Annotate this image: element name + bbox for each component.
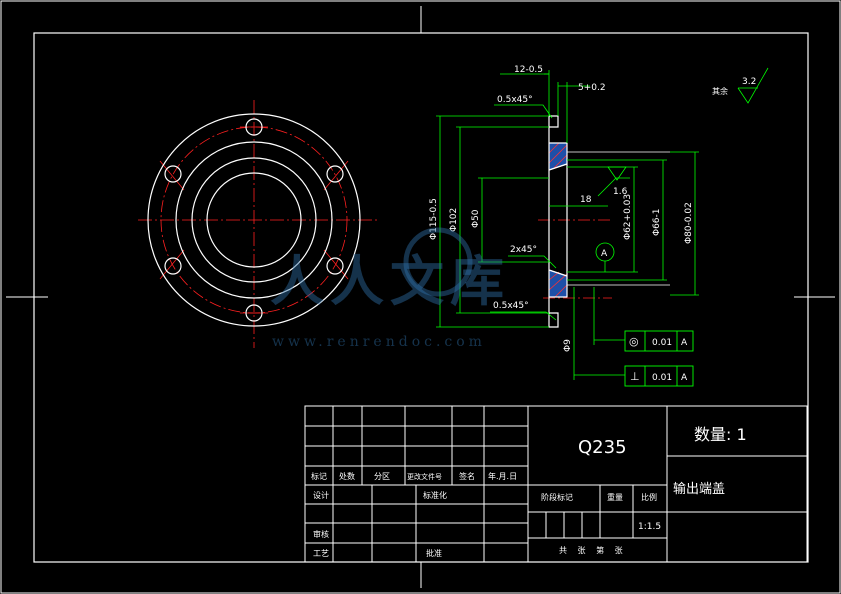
label-jieduan: 阶段标记: [541, 492, 573, 502]
perpendicularity-symbol: ⊥: [630, 370, 640, 383]
chamfer-top-label: 0.5x45°: [497, 95, 533, 105]
quantity-label: 数量: 1: [694, 425, 747, 444]
dim-50-label: Φ50: [471, 209, 481, 228]
dim-66-label: Φ66-1: [652, 208, 662, 236]
front-view-centerlines: [138, 100, 378, 348]
part-name-label: 输出端盖: [673, 481, 725, 497]
roughness-3-2-label: 3.2: [742, 77, 756, 87]
perpendicularity-value: 0.01: [652, 373, 672, 383]
label-bili: 比例: [641, 492, 657, 502]
title-block: 标记 处数 分区 更改文件号 签名 年.月.日 设计 标准化 审核 工艺 批准 …: [304, 405, 808, 563]
front-view: [138, 100, 378, 348]
section-outline: [548, 115, 670, 328]
dim-5-label: 5+0.2: [578, 83, 606, 93]
watermark-url: www.renrendoc.com: [272, 334, 486, 350]
chamfer-2x45-label: 2x45°: [510, 245, 537, 255]
roughness-1-6-label: 1.6: [613, 187, 628, 197]
dim-115-label: Φ115-0.5: [429, 198, 439, 240]
concentricity-datum: A: [681, 338, 688, 348]
label-fenqu: 分区: [374, 472, 390, 481]
material-label: Q235: [578, 437, 627, 458]
dim-102-label: Φ102: [449, 208, 459, 232]
title-block-labels: 标记 处数 分区 更改文件号 签名 年.月.日 设计 标准化 审核 工艺 批准 …: [311, 471, 657, 558]
tolerance-frames: [624, 330, 694, 387]
centering-marks: [6, 6, 835, 588]
label-biaozhunhua: 标准化: [423, 490, 447, 500]
label-chushu: 处数: [339, 471, 355, 481]
label-sheji: 设计: [313, 490, 329, 500]
watermark-text: 人人文库: [270, 249, 510, 313]
label-pizhun: 批准: [426, 548, 442, 558]
label-zhongliang: 重量: [607, 492, 623, 502]
title-block-grid: [304, 405, 808, 563]
watermark: 人人文库 www.renrendoc.com: [270, 227, 510, 350]
section-view: 12-0.5 5+0.2 0.5x45° Φ115-0.5 Φ102 Φ50 1…: [429, 65, 769, 387]
dim-62-label: Φ62+0.03: [623, 194, 633, 240]
label-qianming: 签名: [459, 471, 475, 481]
dim-12-label: 12-0.5: [514, 65, 543, 75]
dim-18-label: 18: [580, 195, 592, 205]
datum-a-label: A: [601, 249, 608, 259]
chamfer-bottom-label: 0.5x45°: [493, 301, 529, 311]
dim-9-label: Φ9: [563, 339, 573, 352]
concentricity-symbol: ◎: [629, 335, 639, 348]
watermark-logo-ring: [403, 227, 473, 297]
perpendicularity-datum: A: [681, 373, 688, 383]
dimension-lines: [436, 67, 769, 380]
label-shenhe: 审核: [313, 529, 329, 539]
dimension-labels: 12-0.5 5+0.2 0.5x45° Φ115-0.5 Φ102 Φ50 1…: [429, 65, 756, 383]
label-gongyi: 工艺: [313, 549, 329, 558]
label-gongzhang: 共 张 第 张: [559, 545, 627, 555]
scale-value: 1:1.5: [638, 522, 661, 532]
label-gengai: 更改文件号: [407, 472, 442, 481]
label-nianyueri: 年.月.日: [488, 471, 517, 481]
front-view-outline: [147, 113, 361, 327]
label-biaoji: 标记: [311, 471, 327, 481]
dim-80-label: Φ80-0.02: [684, 202, 694, 244]
roughness-note-label: 其余: [712, 86, 728, 96]
concentricity-value: 0.01: [652, 338, 672, 348]
